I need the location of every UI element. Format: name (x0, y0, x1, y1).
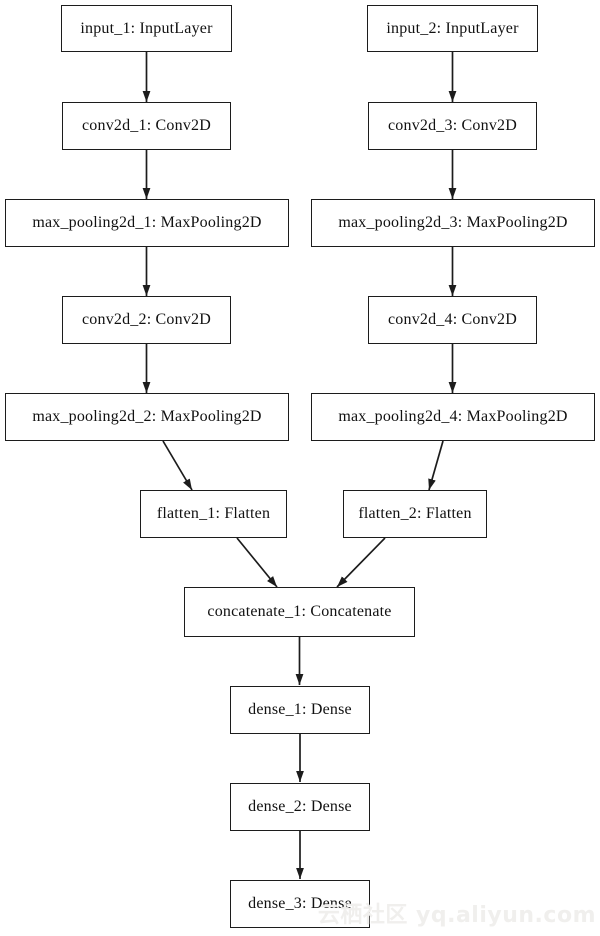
node-dense_1: dense_1: Dense (230, 686, 370, 734)
node-input_1: input_1: InputLayer (61, 5, 232, 52)
edge-flatten_1-concatenate_1 (236, 537, 278, 588)
node-conv2d_4: conv2d_4: Conv2D (368, 296, 537, 344)
edge-max_pooling2d_4-flatten_2 (428, 440, 444, 491)
node-flatten_2: flatten_2: Flatten (343, 490, 487, 538)
node-input_2: input_2: InputLayer (367, 5, 538, 52)
node-max_pooling2d_2: max_pooling2d_2: MaxPooling2D (5, 393, 289, 441)
node-conv2d_2: conv2d_2: Conv2D (62, 296, 231, 344)
watermark: 云栖社区 yq.aliyun.com (317, 903, 596, 928)
node-dense_3: dense_3: Dense (230, 880, 370, 928)
edge-max_pooling2d_2-flatten_1 (162, 440, 193, 491)
node-max_pooling2d_3: max_pooling2d_3: MaxPooling2D (311, 199, 595, 247)
node-max_pooling2d_1: max_pooling2d_1: MaxPooling2D (5, 199, 289, 247)
node-max_pooling2d_4: max_pooling2d_4: MaxPooling2D (311, 393, 595, 441)
edge-flatten_2-concatenate_1 (336, 537, 386, 588)
node-conv2d_1: conv2d_1: Conv2D (62, 102, 231, 150)
node-concatenate_1: concatenate_1: Concatenate (184, 587, 415, 637)
node-flatten_1: flatten_1: Flatten (140, 490, 287, 538)
node-dense_2: dense_2: Dense (230, 783, 370, 831)
node-conv2d_3: conv2d_3: Conv2D (368, 102, 537, 150)
